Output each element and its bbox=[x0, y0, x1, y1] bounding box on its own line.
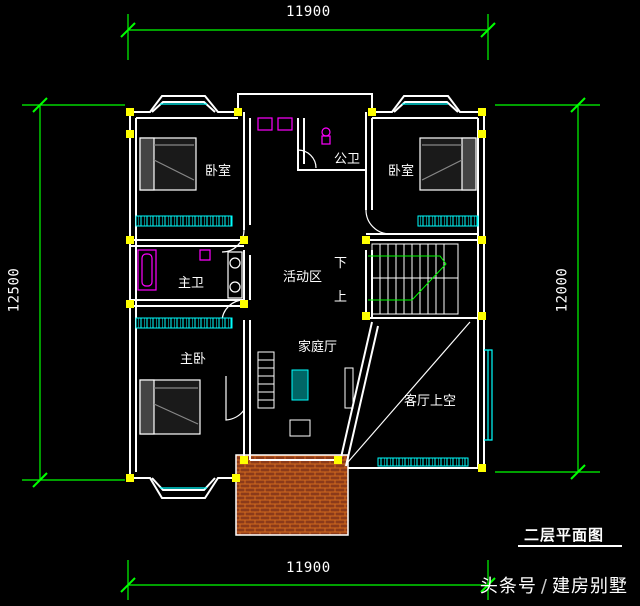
drawing-title: 二层平面图 bbox=[524, 526, 605, 544]
stair-label-up: 上 bbox=[334, 290, 348, 305]
watermark: 头条号/建房别墅 bbox=[480, 572, 628, 598]
stair-label-down: 下 bbox=[334, 256, 348, 271]
dimension-lines bbox=[22, 14, 600, 600]
title-underline bbox=[518, 545, 622, 547]
dimension-bottom: 11900 bbox=[286, 560, 331, 576]
watermark-separator: / bbox=[540, 576, 548, 597]
door-swings bbox=[221, 149, 391, 421]
watermark-source: 头条号 bbox=[479, 576, 537, 597]
room-label-bedroom-left: 卧室 bbox=[205, 164, 232, 179]
columns bbox=[126, 108, 486, 482]
windows bbox=[135, 215, 479, 467]
dimension-left: 12500 bbox=[6, 267, 23, 313]
room-label-living-void: 客厅上空 bbox=[404, 394, 457, 409]
dimension-right: 12000 bbox=[554, 267, 571, 313]
room-label-public-bath: 公卫 bbox=[334, 152, 361, 167]
bed-master bbox=[139, 379, 201, 435]
staircase bbox=[371, 243, 459, 315]
room-label-master-bedroom: 主卧 bbox=[180, 352, 207, 367]
bed-right bbox=[419, 137, 477, 191]
balcony-brick-floor bbox=[235, 454, 349, 536]
room-label-bedroom-right: 卧室 bbox=[388, 164, 415, 179]
room-label-activity-area: 活动区 bbox=[283, 270, 323, 285]
bath-fixtures bbox=[137, 117, 331, 291]
room-label-master-bath: 主卫 bbox=[178, 276, 205, 291]
walls bbox=[129, 93, 485, 499]
bed-left bbox=[139, 137, 197, 191]
dimension-top: 11900 bbox=[286, 4, 331, 20]
watermark-author: 建房别墅 bbox=[552, 576, 628, 597]
family-hall-furniture bbox=[257, 351, 354, 437]
room-label-family-hall: 家庭厅 bbox=[298, 340, 338, 355]
